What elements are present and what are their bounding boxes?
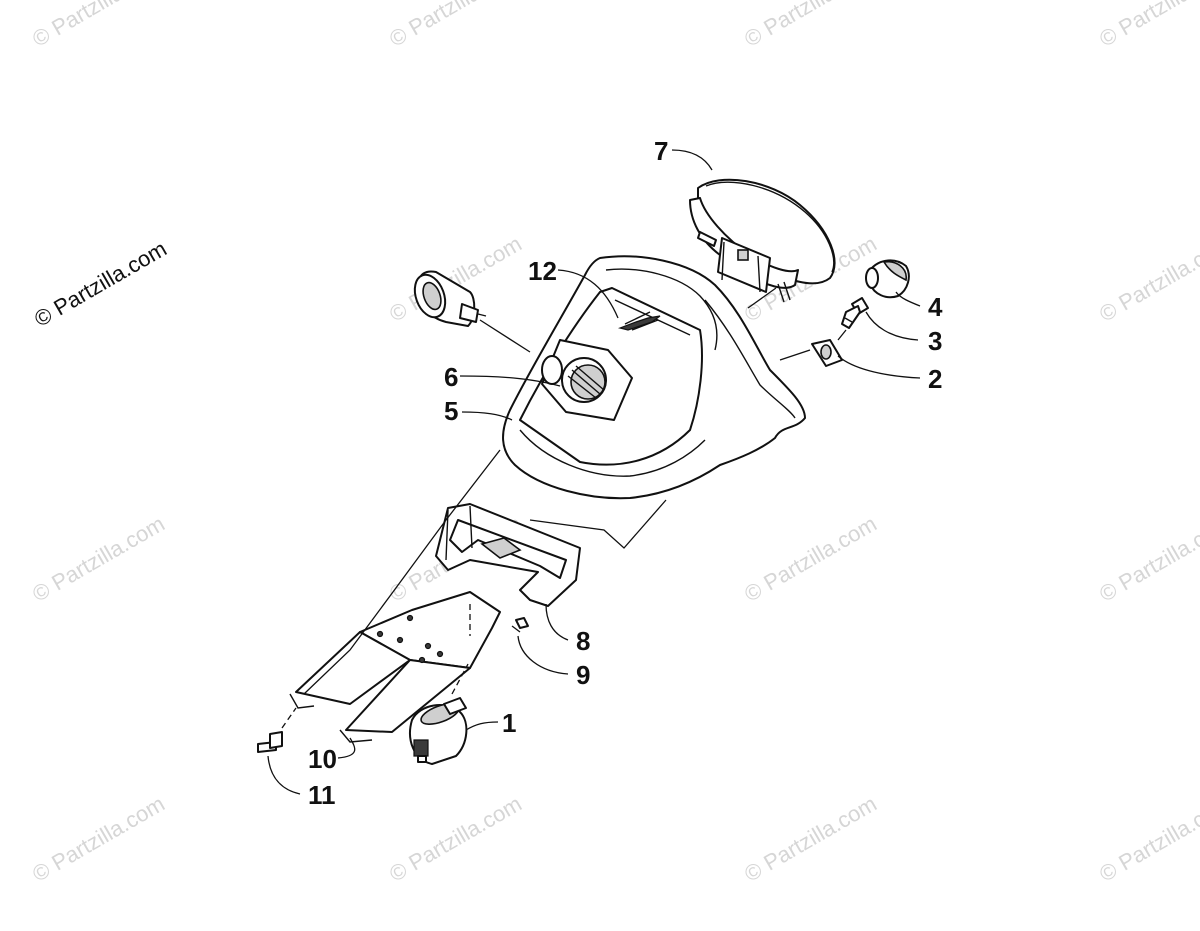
callout-5: 5 — [444, 396, 458, 426]
callout-labels: 7 12 4 3 2 6 5 8 9 1 10 11 — [308, 136, 943, 810]
callout-7: 7 — [654, 136, 668, 166]
callout-2: 2 — [928, 364, 942, 394]
callout-1: 1 — [502, 708, 516, 738]
callout-6: 6 — [444, 362, 458, 392]
callout-11: 11 — [308, 780, 336, 810]
callout-12: 12 — [528, 256, 557, 286]
callout-4: 4 — [928, 292, 943, 322]
callout-leaders — [267, 149, 921, 795]
callout-8: 8 — [576, 626, 590, 656]
assembly-lines — [281, 287, 847, 729]
key-cap[interactable] — [865, 259, 910, 299]
speedometer-gauge[interactable] — [689, 178, 836, 303]
trim-bezel[interactable] — [435, 503, 581, 607]
callout-10: 10 — [308, 744, 337, 774]
wiring-connector[interactable] — [617, 311, 661, 331]
mounting-bracket[interactable] — [289, 591, 501, 743]
callout-9: 9 — [576, 660, 590, 690]
push-fastener[interactable] — [257, 731, 283, 753]
retaining-clip[interactable] — [515, 617, 529, 629]
ignition-key[interactable] — [841, 297, 869, 329]
rotary-switch[interactable] — [409, 697, 468, 765]
hex-nut[interactable] — [541, 339, 633, 421]
switch-washer[interactable] — [811, 339, 843, 367]
power-outlet[interactable] — [409, 270, 487, 327]
callout-3: 3 — [928, 326, 942, 356]
